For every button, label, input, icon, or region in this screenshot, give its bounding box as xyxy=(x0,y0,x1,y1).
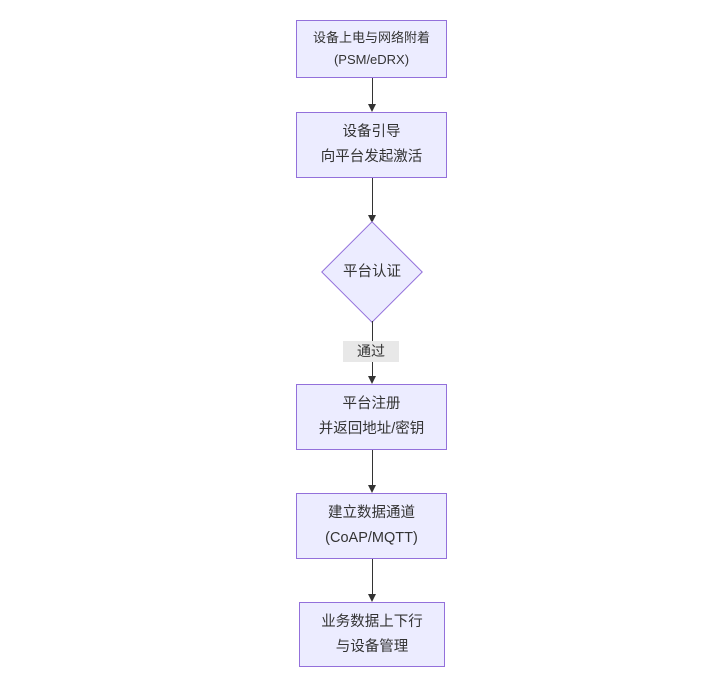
node-text-line: 与设备管理 xyxy=(335,638,409,655)
node-platform-auth: 平台认证 xyxy=(343,264,401,280)
node-text-line: 建立数据通道 xyxy=(328,505,415,521)
node-text-line: 并返回地址/密钥 xyxy=(318,421,425,437)
arrowhead-down-icon xyxy=(368,594,376,602)
node-bootstrap: 设备引导 向平台发起激活 xyxy=(296,112,447,178)
flow-arrow-line xyxy=(372,450,373,486)
flow-arrow-line xyxy=(372,178,373,216)
node-register: 平台注册 并返回地址/密钥 xyxy=(296,384,447,450)
arrowhead-down-icon xyxy=(368,376,376,384)
flow-arrow-line xyxy=(372,78,373,105)
arrowhead-down-icon xyxy=(368,485,376,493)
arrowhead-down-icon xyxy=(368,104,376,112)
arrowhead-down-icon xyxy=(368,215,376,223)
node-text-line: 设备引导 xyxy=(342,124,401,140)
node-text-line: (CoAP/MQTT) xyxy=(325,530,418,546)
node-text-line: (PSM/eDRX) xyxy=(333,52,410,67)
node-power-attach: 设备上电与网络附着 (PSM/eDRX) xyxy=(296,20,447,78)
edge-label-pass: 通过 xyxy=(343,341,399,362)
node-text-line: 业务数据上下行 xyxy=(321,613,423,630)
flow-arrow-line xyxy=(372,559,373,595)
node-business: 业务数据上下行 与设备管理 xyxy=(299,602,445,667)
node-data-channel: 建立数据通道 (CoAP/MQTT) xyxy=(296,493,447,559)
node-text-line: 向平台发起激活 xyxy=(320,149,423,165)
node-text-line: 设备上电与网络附着 xyxy=(312,30,430,45)
node-text-line: 平台注册 xyxy=(342,396,401,412)
